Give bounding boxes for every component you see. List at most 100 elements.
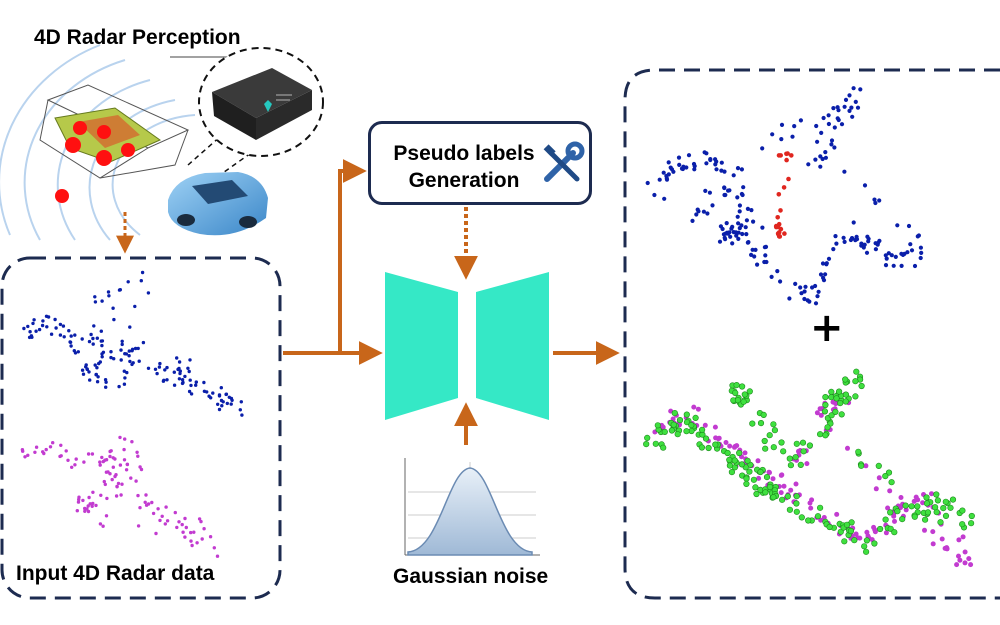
point-marker (837, 528, 844, 535)
output-point-cloud-blue (645, 86, 924, 306)
point-marker (133, 304, 137, 309)
point-marker (787, 462, 795, 469)
point-marker (702, 435, 710, 442)
point-marker (763, 253, 768, 258)
point-marker (183, 516, 187, 521)
point-marker (104, 514, 109, 518)
point-marker (106, 290, 111, 294)
point-marker (144, 493, 148, 497)
point-marker (122, 458, 127, 462)
point-marker (740, 398, 747, 405)
point-marker (862, 242, 867, 247)
point-marker (728, 234, 733, 239)
point-marker (864, 250, 870, 255)
point-marker (755, 262, 760, 267)
point-marker (802, 296, 807, 302)
point-marker (58, 333, 63, 337)
point-marker (67, 329, 71, 333)
point-marker (26, 324, 30, 329)
point-marker (58, 322, 63, 327)
point-marker (746, 468, 753, 475)
point-marker (770, 476, 776, 482)
point-marker (793, 440, 800, 447)
input-point-cloud-magenta (20, 435, 220, 558)
wrench-screwdriver-icon (543, 141, 585, 182)
point-marker (835, 388, 843, 395)
diagram-title: 4D Radar Perception (34, 26, 241, 49)
point-marker (180, 522, 184, 527)
point-marker (873, 486, 879, 492)
point-marker (93, 300, 98, 304)
point-marker (743, 225, 748, 230)
point-marker (730, 224, 735, 229)
detected-vehicle (39, 84, 190, 179)
point-marker (895, 223, 900, 228)
point-marker (726, 456, 733, 464)
point-marker (677, 162, 682, 167)
point-marker (45, 325, 49, 329)
point-marker (187, 389, 192, 394)
point-marker (922, 527, 927, 533)
point-marker (778, 496, 786, 503)
point-marker (103, 378, 108, 382)
point-marker (108, 454, 112, 459)
point-marker (723, 237, 728, 242)
point-marker (877, 238, 882, 243)
point-marker (842, 391, 850, 398)
point-marker (189, 530, 193, 535)
point-marker (87, 339, 92, 344)
point-marker (108, 449, 112, 454)
point-marker (127, 349, 131, 353)
point-marker (199, 519, 203, 524)
point-marker (111, 465, 116, 469)
point-marker (100, 343, 104, 348)
point-marker (806, 442, 814, 449)
point-marker (662, 196, 667, 201)
point-marker (930, 529, 936, 535)
point-marker (862, 548, 870, 555)
point-marker (914, 503, 921, 510)
point-marker (676, 155, 682, 160)
point-marker (804, 461, 810, 467)
point-marker (157, 365, 162, 369)
point-marker (788, 487, 794, 493)
point-marker (771, 427, 779, 434)
point-marker (760, 411, 767, 419)
point-marker (31, 321, 35, 326)
point-marker (644, 434, 651, 442)
callout-line (187, 134, 223, 166)
point-marker (724, 449, 731, 457)
point-marker (34, 445, 39, 449)
point-marker (220, 404, 224, 408)
point-marker (119, 348, 123, 352)
point-marker (816, 504, 824, 511)
encoder-block (385, 272, 458, 420)
point-marker (853, 368, 860, 375)
point-marker (900, 252, 906, 257)
point-marker (88, 378, 92, 382)
point-marker (105, 496, 109, 501)
point-marker (939, 536, 945, 542)
point-marker (886, 251, 891, 256)
point-marker (671, 410, 678, 417)
point-marker (95, 366, 99, 370)
point-marker (832, 408, 839, 416)
point-marker (64, 449, 68, 453)
point-marker (823, 155, 829, 160)
point-marker (124, 468, 129, 472)
point-marker (100, 299, 104, 303)
point-marker (770, 444, 777, 451)
point-marker (813, 301, 819, 306)
point-marker (23, 455, 27, 459)
point-marker (858, 462, 865, 469)
point-marker (821, 408, 829, 415)
point-marker (77, 497, 81, 502)
point-marker (177, 366, 181, 371)
point-marker (146, 366, 151, 370)
point-marker (81, 498, 85, 503)
point-marker (769, 274, 774, 279)
point-marker (940, 505, 947, 512)
point-marker (744, 232, 749, 237)
point-marker (123, 437, 127, 441)
point-marker (94, 503, 98, 508)
